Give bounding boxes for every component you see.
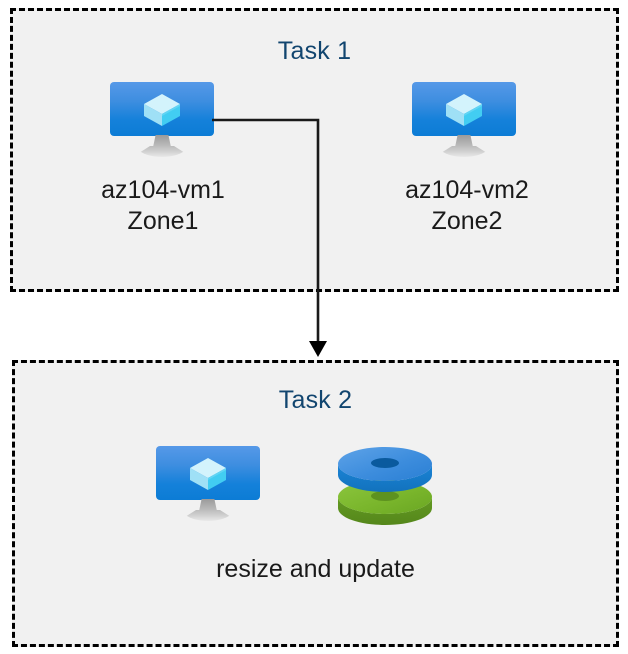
cube-glyph — [144, 94, 180, 126]
virtual-machine-icon-task2 — [156, 446, 260, 521]
vm2-label: az104-vm2 Zone2 — [405, 176, 529, 235]
down-arrow-head — [309, 341, 327, 357]
virtual-machine-icon-vm2 — [412, 82, 516, 157]
managed-disks-icon — [336, 442, 434, 527]
monitor-stand-base — [137, 146, 187, 157]
vm1-label: az104-vm1 Zone1 — [101, 176, 225, 235]
disk-blue — [338, 447, 432, 492]
task-1-title: Task 1 — [277, 37, 352, 65]
monitor-stand-base — [439, 146, 489, 157]
cube-glyph — [190, 458, 226, 490]
task-2-title: Task 2 — [278, 386, 353, 414]
virtual-machine-icon-vm1 — [110, 82, 214, 157]
task-2-caption: resize and update — [216, 555, 415, 583]
task-2-container: Task 2 — [12, 360, 619, 647]
monitor-stand-base — [183, 510, 233, 521]
cube-glyph — [446, 94, 482, 126]
task-1-container: Task 1 — [10, 8, 619, 292]
